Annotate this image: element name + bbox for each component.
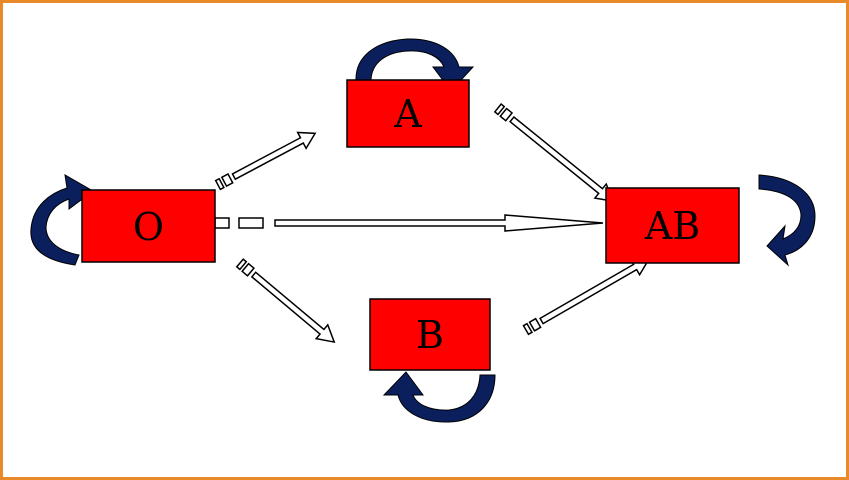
edge-o-to-ab xyxy=(214,214,604,232)
edge-b-to-ab xyxy=(522,258,651,336)
edge-o-to-a xyxy=(214,131,317,191)
self-loop-b xyxy=(382,371,496,423)
self-loop-ab xyxy=(758,174,816,267)
state-transition-diagram: O A B AB xyxy=(30,38,816,423)
self-loop-a xyxy=(355,38,475,92)
node-ab: AB xyxy=(605,187,740,264)
node-o-label: O xyxy=(133,205,164,249)
node-b: B xyxy=(369,298,491,371)
node-b-label: B xyxy=(416,313,444,357)
edge-o-to-b xyxy=(235,258,336,344)
node-a: A xyxy=(346,79,470,148)
node-ab-label: AB xyxy=(644,204,700,248)
node-o: O xyxy=(81,189,216,263)
node-a-label: A xyxy=(393,92,422,136)
edge-a-to-ab xyxy=(493,103,615,203)
